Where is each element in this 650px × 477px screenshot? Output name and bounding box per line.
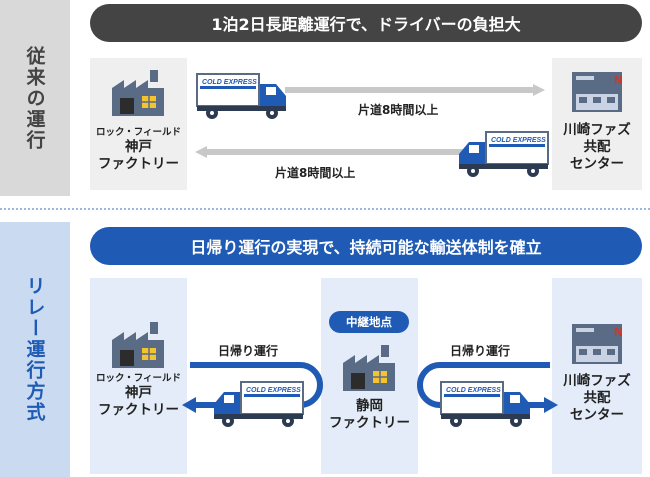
truck-icon: COLD EXPRESS bbox=[196, 73, 286, 119]
truck-icon: COLD EXPRESS bbox=[459, 131, 549, 177]
relay-banner: 日帰り運行の実現で、持続可能な輸送体制を確立 bbox=[90, 227, 642, 265]
relay-point-badge: 中継地点 bbox=[329, 311, 409, 333]
kawasaki-center-name: 川崎ファズ 共配 センター bbox=[552, 122, 642, 173]
shizuoka-name-line1: 静岡 bbox=[356, 398, 383, 414]
section-divider bbox=[0, 208, 650, 210]
kobe-factory-panel-top bbox=[90, 58, 187, 190]
kawasaki-name-line3-bottom: センター bbox=[570, 407, 624, 423]
kawasaki-name-line1-bottom: 川崎ファズ bbox=[563, 373, 631, 389]
conventional-operation-label: 従来の運行 bbox=[0, 0, 70, 196]
kobe-name-line1-bottom: 神戸 bbox=[125, 385, 152, 401]
distribution-center-icon: N bbox=[572, 324, 623, 364]
center-logo: N bbox=[614, 325, 623, 339]
outbound-duration-label: 片道8時間以上 bbox=[358, 103, 439, 117]
kobe-company-label-bottom: ロック・フィールド bbox=[95, 373, 182, 384]
shizuoka-factory-name: 静岡 ファクトリー bbox=[321, 398, 418, 432]
kawasaki-center-name-bottom: 川崎ファズ 共配 センター bbox=[552, 373, 642, 424]
conventional-banner: 1泊2日長距離運行で、ドライバーの負担大 bbox=[90, 4, 642, 42]
return-duration-label: 片道8時間以上 bbox=[275, 166, 356, 180]
day-trip-label-left: 日帰り運行 bbox=[218, 344, 279, 358]
truck-brand-text: COLD EXPRESS bbox=[491, 137, 546, 144]
kobe-factory-name-bottom: 神戸 ファクトリー bbox=[90, 385, 187, 419]
kobe-name-line2: ファクトリー bbox=[98, 156, 179, 172]
kobe-name-line2-bottom: ファクトリー bbox=[98, 402, 179, 418]
kawasaki-name-line3: センター bbox=[570, 156, 624, 172]
relay-operation-label: リレー運行方式 bbox=[0, 222, 70, 477]
truck-icon: COLD EXPRESS bbox=[214, 381, 304, 427]
day-trip-loop-right bbox=[417, 362, 558, 413]
factory-icon bbox=[112, 70, 164, 116]
truck-brand-text: COLD EXPRESS bbox=[246, 387, 301, 394]
kobe-name-line1: 神戸 bbox=[125, 139, 152, 155]
distribution-center-icon: N bbox=[572, 72, 623, 112]
factory-icon bbox=[343, 345, 395, 391]
day-trip-loop-left bbox=[182, 362, 323, 413]
truck-icon: COLD EXPRESS bbox=[440, 381, 530, 427]
kawasaki-name-line2-bottom: 共配 bbox=[583, 390, 611, 406]
kawasaki-name-line1: 川崎ファズ bbox=[563, 122, 631, 138]
kawasaki-name-line2: 共配 bbox=[583, 139, 611, 155]
kobe-factory-panel-bottom bbox=[90, 278, 187, 474]
truck-brand-text: COLD EXPRESS bbox=[446, 387, 501, 394]
center-logo: N bbox=[614, 73, 623, 87]
kawasaki-center-panel-bottom bbox=[552, 278, 642, 474]
factory-icon bbox=[112, 322, 164, 368]
return-route-arrow bbox=[195, 146, 463, 158]
kobe-factory-name: 神戸 ファクトリー bbox=[90, 139, 187, 173]
outbound-route-arrow bbox=[285, 84, 545, 96]
kobe-company-label: ロック・フィールド bbox=[95, 127, 182, 138]
shizuoka-name-line2: ファクトリー bbox=[329, 415, 410, 431]
day-trip-label-right: 日帰り運行 bbox=[450, 344, 511, 358]
truck-brand-text: COLD EXPRESS bbox=[202, 79, 257, 86]
